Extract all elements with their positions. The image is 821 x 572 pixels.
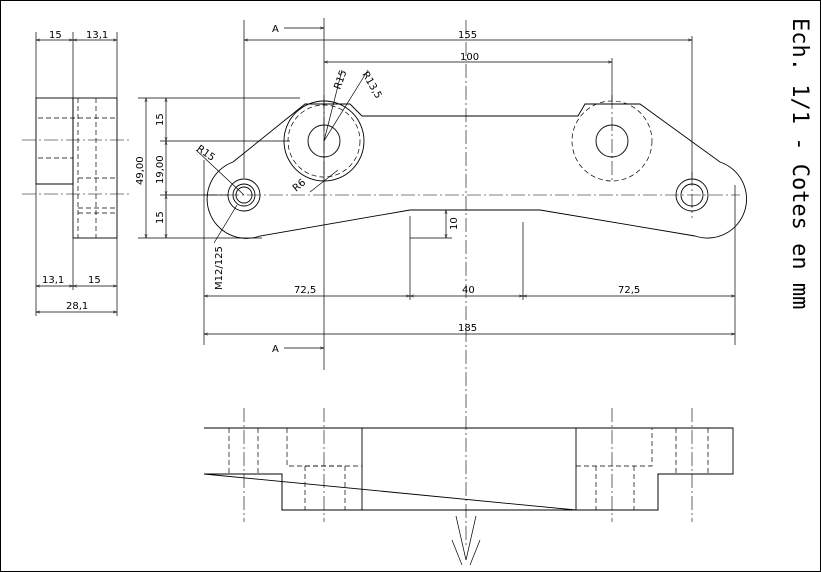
dim-height-upper: 15	[155, 113, 166, 126]
section-label-top: A	[272, 24, 279, 35]
side-view: 15 13,1 13,1 15 28,1	[22, 30, 132, 316]
section-view	[203, 408, 734, 566]
dim-notch-depth: 10	[449, 217, 460, 230]
dim-radius-boss-inner: R13,5	[359, 70, 383, 101]
side-width-top-left: 15	[49, 30, 62, 41]
dim-thread: M12/125	[214, 246, 225, 290]
side-overall-width: 28,1	[66, 301, 88, 312]
dim-hole-spacing-outer: 155	[458, 30, 477, 41]
dim-height-lower: 15	[155, 211, 166, 224]
dim-segment-left: 72,5	[294, 285, 316, 296]
side-width-bottom-right: 15	[88, 275, 101, 286]
section-label-bottom: A	[272, 344, 279, 355]
dim-height-middle: 19,00	[155, 155, 166, 184]
dim-segment-middle: 40	[462, 285, 475, 296]
side-width-top-right: 13,1	[86, 30, 108, 41]
scale-note: Ech. 1/1 - Cotes en mm	[787, 18, 812, 309]
dim-radius-boss: R15	[332, 69, 349, 91]
dim-height-total: 49,00	[135, 156, 146, 185]
side-width-bottom-left: 13,1	[42, 275, 64, 286]
dim-overall-length: 185	[458, 323, 477, 334]
dim-radius-end: R15	[194, 143, 216, 163]
dim-segment-right: 72,5	[618, 285, 640, 296]
front-view: A A 155 100 R15 R13,5 R6 R15 M12/125 49,…	[135, 18, 747, 545]
dim-radius-fillet: R6	[291, 177, 308, 194]
dim-hole-spacing-inner: 100	[460, 52, 479, 63]
